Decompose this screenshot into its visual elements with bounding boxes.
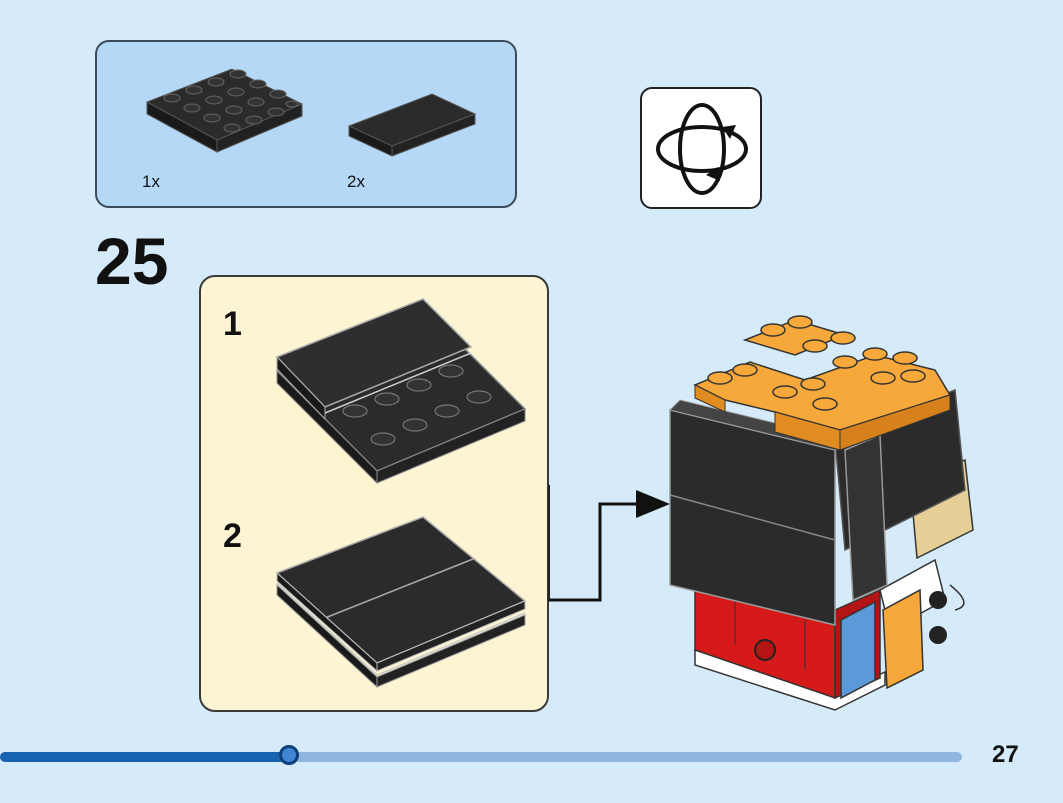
attach-arrow-icon xyxy=(548,485,670,602)
substep-2-assembly-image xyxy=(275,516,527,689)
sub-assembly-panel: 1 2 xyxy=(199,275,549,712)
progress-track xyxy=(0,752,962,762)
substep-1-number: 1 xyxy=(223,305,242,343)
progress-fill xyxy=(0,752,289,762)
parts-callout-panel: 1x 2x xyxy=(95,40,517,208)
progress-knob[interactable] xyxy=(279,745,299,765)
tile-quantity: 2x xyxy=(347,172,365,191)
substep-2-number: 2 xyxy=(223,517,242,555)
rotate-model-box xyxy=(640,87,762,209)
black-tile-2x4-image xyxy=(347,93,477,157)
page-number: 27 xyxy=(992,741,1019,768)
step-number: 25 xyxy=(95,224,169,298)
substep-1-assembly-image xyxy=(275,298,527,485)
plate-quantity: 1x xyxy=(142,172,160,191)
black-plate-4x4-image xyxy=(145,68,304,153)
brickheadz-model-image xyxy=(669,315,974,711)
rotate-model-icon xyxy=(656,103,748,195)
